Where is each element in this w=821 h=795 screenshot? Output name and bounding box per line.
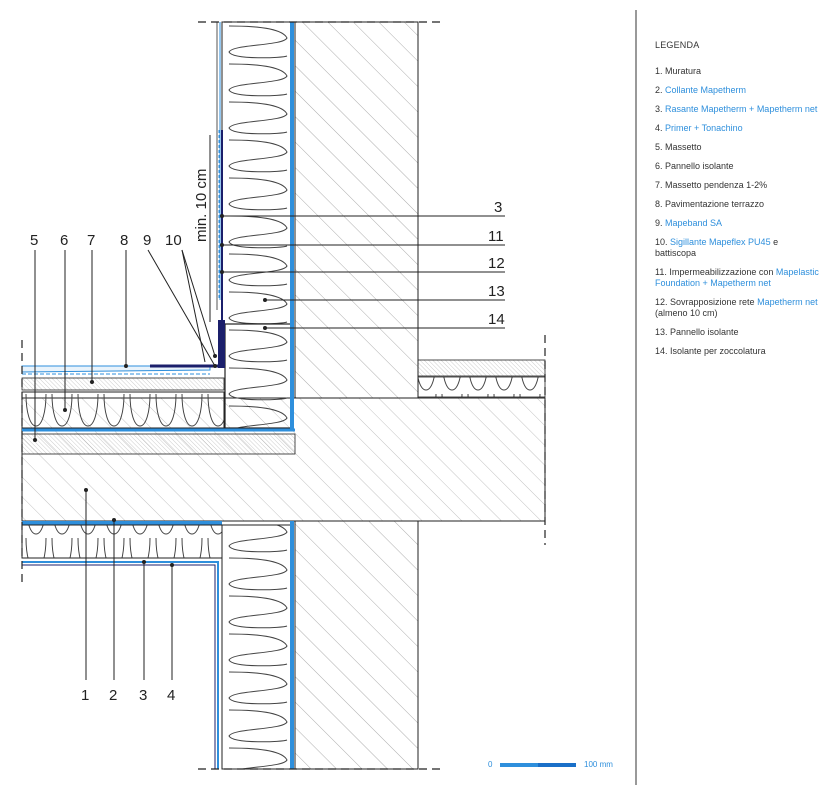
legend-item-number: 10. xyxy=(655,237,671,247)
legend-item-text: Mapelastic Foundation + Mapetherm net xyxy=(655,267,819,288)
min-10cm-label: min. 10 cm xyxy=(193,169,210,242)
legend-item-number: 13. xyxy=(655,327,671,337)
callout-3: 3 xyxy=(494,199,502,216)
screed-massetto xyxy=(21,377,225,391)
scale-start-label: 0 xyxy=(488,760,493,769)
legend-item: 10. Sigillante Mapeflex PU45 e battiscop… xyxy=(655,237,820,259)
legend-item-text: Pannello isolante xyxy=(665,161,734,171)
soffit-render-line-2 xyxy=(22,564,216,769)
callout-10: 10 xyxy=(165,232,182,249)
legend-item-number: 12. xyxy=(655,297,671,307)
callout-6: 6 xyxy=(60,232,68,249)
legend-item-number: 11. xyxy=(655,267,670,277)
scale-bar-graphic xyxy=(500,763,576,767)
legend-item: 6. Pannello isolante xyxy=(655,161,820,172)
legend-item-number: 3. xyxy=(655,104,666,114)
legend-item-text: Rasante Mapetherm + Mapetherm net xyxy=(665,104,818,114)
interior-floor-finish xyxy=(417,359,546,377)
legend-item-number: 1. xyxy=(655,66,666,76)
legend-item-text: Sovrapposizione rete xyxy=(670,297,758,307)
legend-title: LEGENDA xyxy=(655,40,700,50)
legend-item: 4. Primer + Tonachino xyxy=(655,123,820,134)
callout-4: 4 xyxy=(167,687,175,704)
legend-item: 9. Mapeband SA xyxy=(655,218,820,229)
callout-3-lower: 3 xyxy=(139,687,147,704)
legend-item-number: 5. xyxy=(655,142,666,152)
legend-item-text: Mapeband SA xyxy=(665,218,723,228)
legend-item-text: Sigillante Mapeflex PU45 xyxy=(670,237,771,247)
legend-item: 2. Collante Mapetherm xyxy=(655,85,820,96)
construction-detail-drawing: 3 11 12 13 14 5 6 7 8 9 10 1 2 3 4 min. … xyxy=(21,10,637,785)
legend-item-text: Mapetherm net xyxy=(757,297,818,307)
legend-item-text: Primer + Tonachino xyxy=(665,123,743,133)
wall-insulation-lower xyxy=(221,524,292,770)
legend-list: 1. Muratura 2. Collante Mapetherm 3. Rasan… xyxy=(655,66,820,357)
legend-item-text: Muratura xyxy=(665,66,702,76)
legend-item: 13. Pannello isolante xyxy=(655,327,820,338)
legend-item: 3. Rasante Mapetherm + Mapetherm net xyxy=(655,104,820,115)
legend-item-number: 2. xyxy=(655,85,666,95)
legend-item-text: Isolante per zoccolatura xyxy=(670,346,766,356)
legend-item-number: 9. xyxy=(655,218,666,228)
legend-item-number: 8. xyxy=(655,199,666,209)
floor-insulation-panel xyxy=(21,391,225,429)
legend-item-number: 6. xyxy=(655,161,666,171)
leader-lines xyxy=(34,135,505,680)
upper-wall-masonry xyxy=(294,21,419,399)
leader-dots xyxy=(33,214,267,567)
legend-item-text: Massetto pendenza 1-2% xyxy=(665,180,768,190)
legend-item-text: Massetto xyxy=(665,142,702,152)
legend-item-text: Pavimentazione terrazzo xyxy=(665,199,765,209)
scale-end-label: 100 mm xyxy=(584,760,613,769)
legend-item-text: Impermeabilizzazione con xyxy=(669,267,776,277)
callout-5: 5 xyxy=(30,232,38,249)
sloped-screed xyxy=(21,433,296,455)
soffit-render-line xyxy=(22,561,219,769)
legend-item: 1. Muratura xyxy=(655,66,820,77)
callout-14: 14 xyxy=(488,311,505,328)
legend-item-number: 14. xyxy=(655,346,671,356)
plinth-insulation xyxy=(224,323,292,429)
callout-7: 7 xyxy=(87,232,95,249)
legend-item: 12. Sovrapposizione rete Mapetherm net (… xyxy=(655,297,820,319)
legend-item: 7. Massetto pendenza 1-2% xyxy=(655,180,820,191)
callout-2: 2 xyxy=(109,687,117,704)
plinth-waterproofing xyxy=(218,320,225,368)
legend-item-text: (almeno 10 cm) xyxy=(655,308,718,318)
legend-item: 11. Impermeabilizzazione con Mapelastic … xyxy=(655,267,820,289)
callout-9: 9 xyxy=(143,232,151,249)
legend-item-number: 4. xyxy=(655,123,666,133)
legend-item: 5. Massetto xyxy=(655,142,820,153)
legend-item: 14. Isolante per zoccolatura xyxy=(655,346,820,357)
legend-item: 8. Pavimentazione terrazzo xyxy=(655,199,820,210)
interior-floor-insulation xyxy=(417,376,546,398)
callout-13: 13 xyxy=(488,283,505,300)
soffit-insulation xyxy=(21,524,223,559)
lower-wall-masonry xyxy=(294,520,419,770)
legend-item-text: e battiscopa xyxy=(655,237,779,258)
callout-1: 1 xyxy=(81,687,89,704)
legend-item-text: Pannello isolante xyxy=(670,327,739,337)
legend-item-text: Collante Mapetherm xyxy=(665,85,747,95)
legend-panel: LEGENDA 1. Muratura 2. Collante Mapetherm… xyxy=(655,40,820,365)
wall-insulation-upper xyxy=(221,21,292,325)
callout-12: 12 xyxy=(488,255,505,272)
callout-11: 11 xyxy=(488,228,504,245)
callout-8: 8 xyxy=(120,232,128,249)
legend-item-number: 7. xyxy=(655,180,666,190)
